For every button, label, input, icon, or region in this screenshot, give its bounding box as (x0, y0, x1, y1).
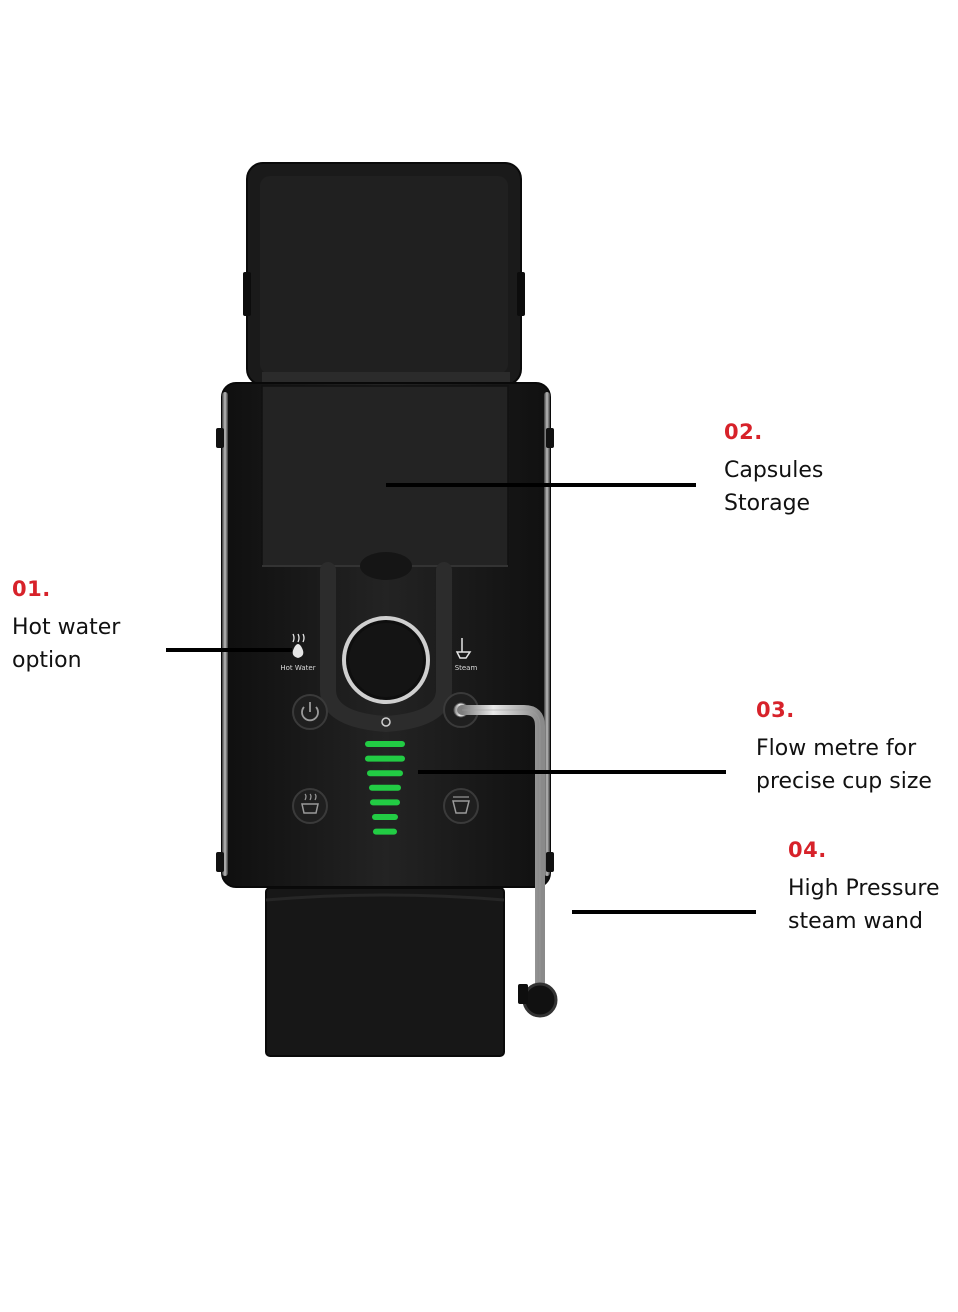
callout-text-line: Storage (724, 491, 811, 516)
callout-hot-water: 01. Hot water option (12, 577, 120, 677)
flow-meter-segment (365, 755, 405, 762)
coffee-button[interactable] (292, 788, 328, 824)
descale-icon (452, 796, 470, 814)
callout-flow-metre: 03. Flow metre for precise cup size (756, 698, 932, 798)
coffee-cup-icon (301, 793, 319, 814)
callout-number: 01. (12, 577, 51, 601)
callout-number: 02. (724, 420, 763, 444)
callout-text-line: steam wand (788, 909, 923, 934)
machine-body (216, 382, 554, 888)
flow-meter-segment (369, 784, 401, 791)
steam-icon (455, 638, 472, 659)
flow-meter-segment (367, 770, 403, 777)
drip-tray (265, 887, 505, 1057)
steam-wand[interactable] (453, 702, 558, 1018)
hot-water-icon (292, 633, 305, 658)
descale-button[interactable] (443, 788, 479, 824)
flow-meter-segment (373, 828, 397, 835)
water-tank (243, 162, 525, 386)
power-button[interactable] (292, 694, 328, 730)
leader-line-capsule-storage (386, 483, 696, 487)
capsule-icon (381, 717, 391, 727)
power-icon (301, 702, 319, 722)
flow-meter-segment (372, 814, 398, 820)
leader-line-flow-metre (418, 770, 726, 774)
callout-number: 04. (788, 838, 827, 862)
callout-steam-wand: 04. High Pressure steam wand (788, 838, 940, 938)
callout-number: 03. (756, 698, 795, 722)
callout-capsule-storage: 02. Capsules Storage (724, 420, 823, 520)
flow-meter-segment (370, 799, 400, 806)
callout-text-line: precise cup size (756, 769, 932, 794)
leader-line-steam-wand (572, 910, 756, 914)
steam-label: Steam (455, 664, 478, 672)
callout-text-line: Capsules (724, 458, 824, 483)
callout-text-line: Hot water (12, 615, 121, 640)
hot-water-label: Hot Water (280, 664, 315, 672)
callout-text-line: High Pressure (788, 876, 940, 901)
flow-meter-segment (365, 741, 405, 747)
flow-meter (365, 741, 405, 835)
leader-line-hot-water (166, 648, 292, 652)
callout-text-line: option (12, 648, 82, 673)
callout-text-line: Flow metre for (756, 736, 917, 761)
